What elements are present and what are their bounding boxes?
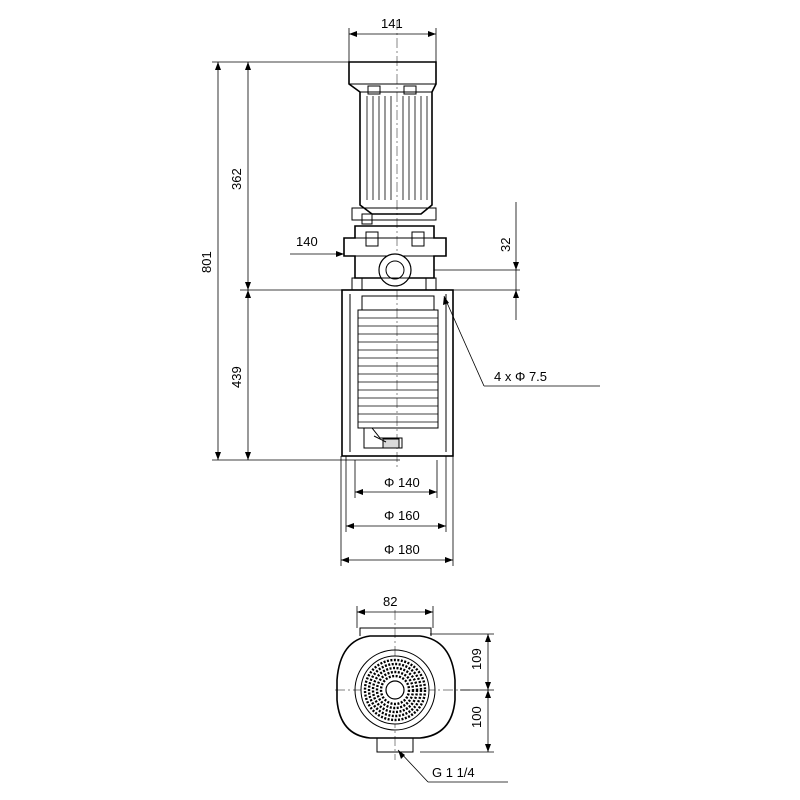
dim-flange-height: 32 xyxy=(498,238,513,252)
dimension-362: 362 xyxy=(229,62,251,290)
dimension-141: 141 xyxy=(348,16,437,62)
motor xyxy=(348,61,437,225)
dim-diameter-160: Φ 160 xyxy=(384,508,420,523)
leader-thread: G 1 1/4 xyxy=(397,749,508,783)
dim-top-lower: 100 xyxy=(469,706,484,728)
dim-diameter-140: Φ 140 xyxy=(384,475,420,490)
dimension-32: 32 xyxy=(434,202,520,320)
dimension-dia-180: Φ 180 xyxy=(340,456,454,566)
dim-motor-width: 141 xyxy=(381,16,403,31)
dimension-140-offset: 140 xyxy=(290,234,344,257)
dim-top-width: 82 xyxy=(383,594,397,609)
pump-head xyxy=(343,225,447,291)
dimension-dia-140: Φ 140 xyxy=(354,460,438,498)
side-view: 141 801 362 439 140 xyxy=(199,16,600,566)
dim-pump-height: 439 xyxy=(229,366,244,388)
dim-thread: G 1 1/4 xyxy=(432,765,475,780)
top-view: 82 109 100 G 1 1/4 xyxy=(335,594,508,783)
dim-port-offset: 140 xyxy=(296,234,318,249)
dimension-439: 439 xyxy=(229,290,251,460)
pump-sleeve xyxy=(341,289,454,457)
dim-motor-height: 362 xyxy=(229,168,244,190)
dim-holes: 4 x Φ 7.5 xyxy=(494,369,547,384)
dimension-dia-160: Φ 160 xyxy=(345,456,447,532)
dimension-82: 82 xyxy=(356,594,434,628)
dimension-100: 100 xyxy=(469,690,491,752)
dimension-801: 801 xyxy=(199,62,221,460)
dimension-109: 109 xyxy=(469,634,491,690)
strainer-pattern xyxy=(360,655,430,725)
dim-total-height: 801 xyxy=(199,251,214,273)
leader-holes: 4 x Φ 7.5 xyxy=(443,295,600,387)
dim-diameter-180: Φ 180 xyxy=(384,542,420,557)
dim-top-upper: 109 xyxy=(469,648,484,670)
